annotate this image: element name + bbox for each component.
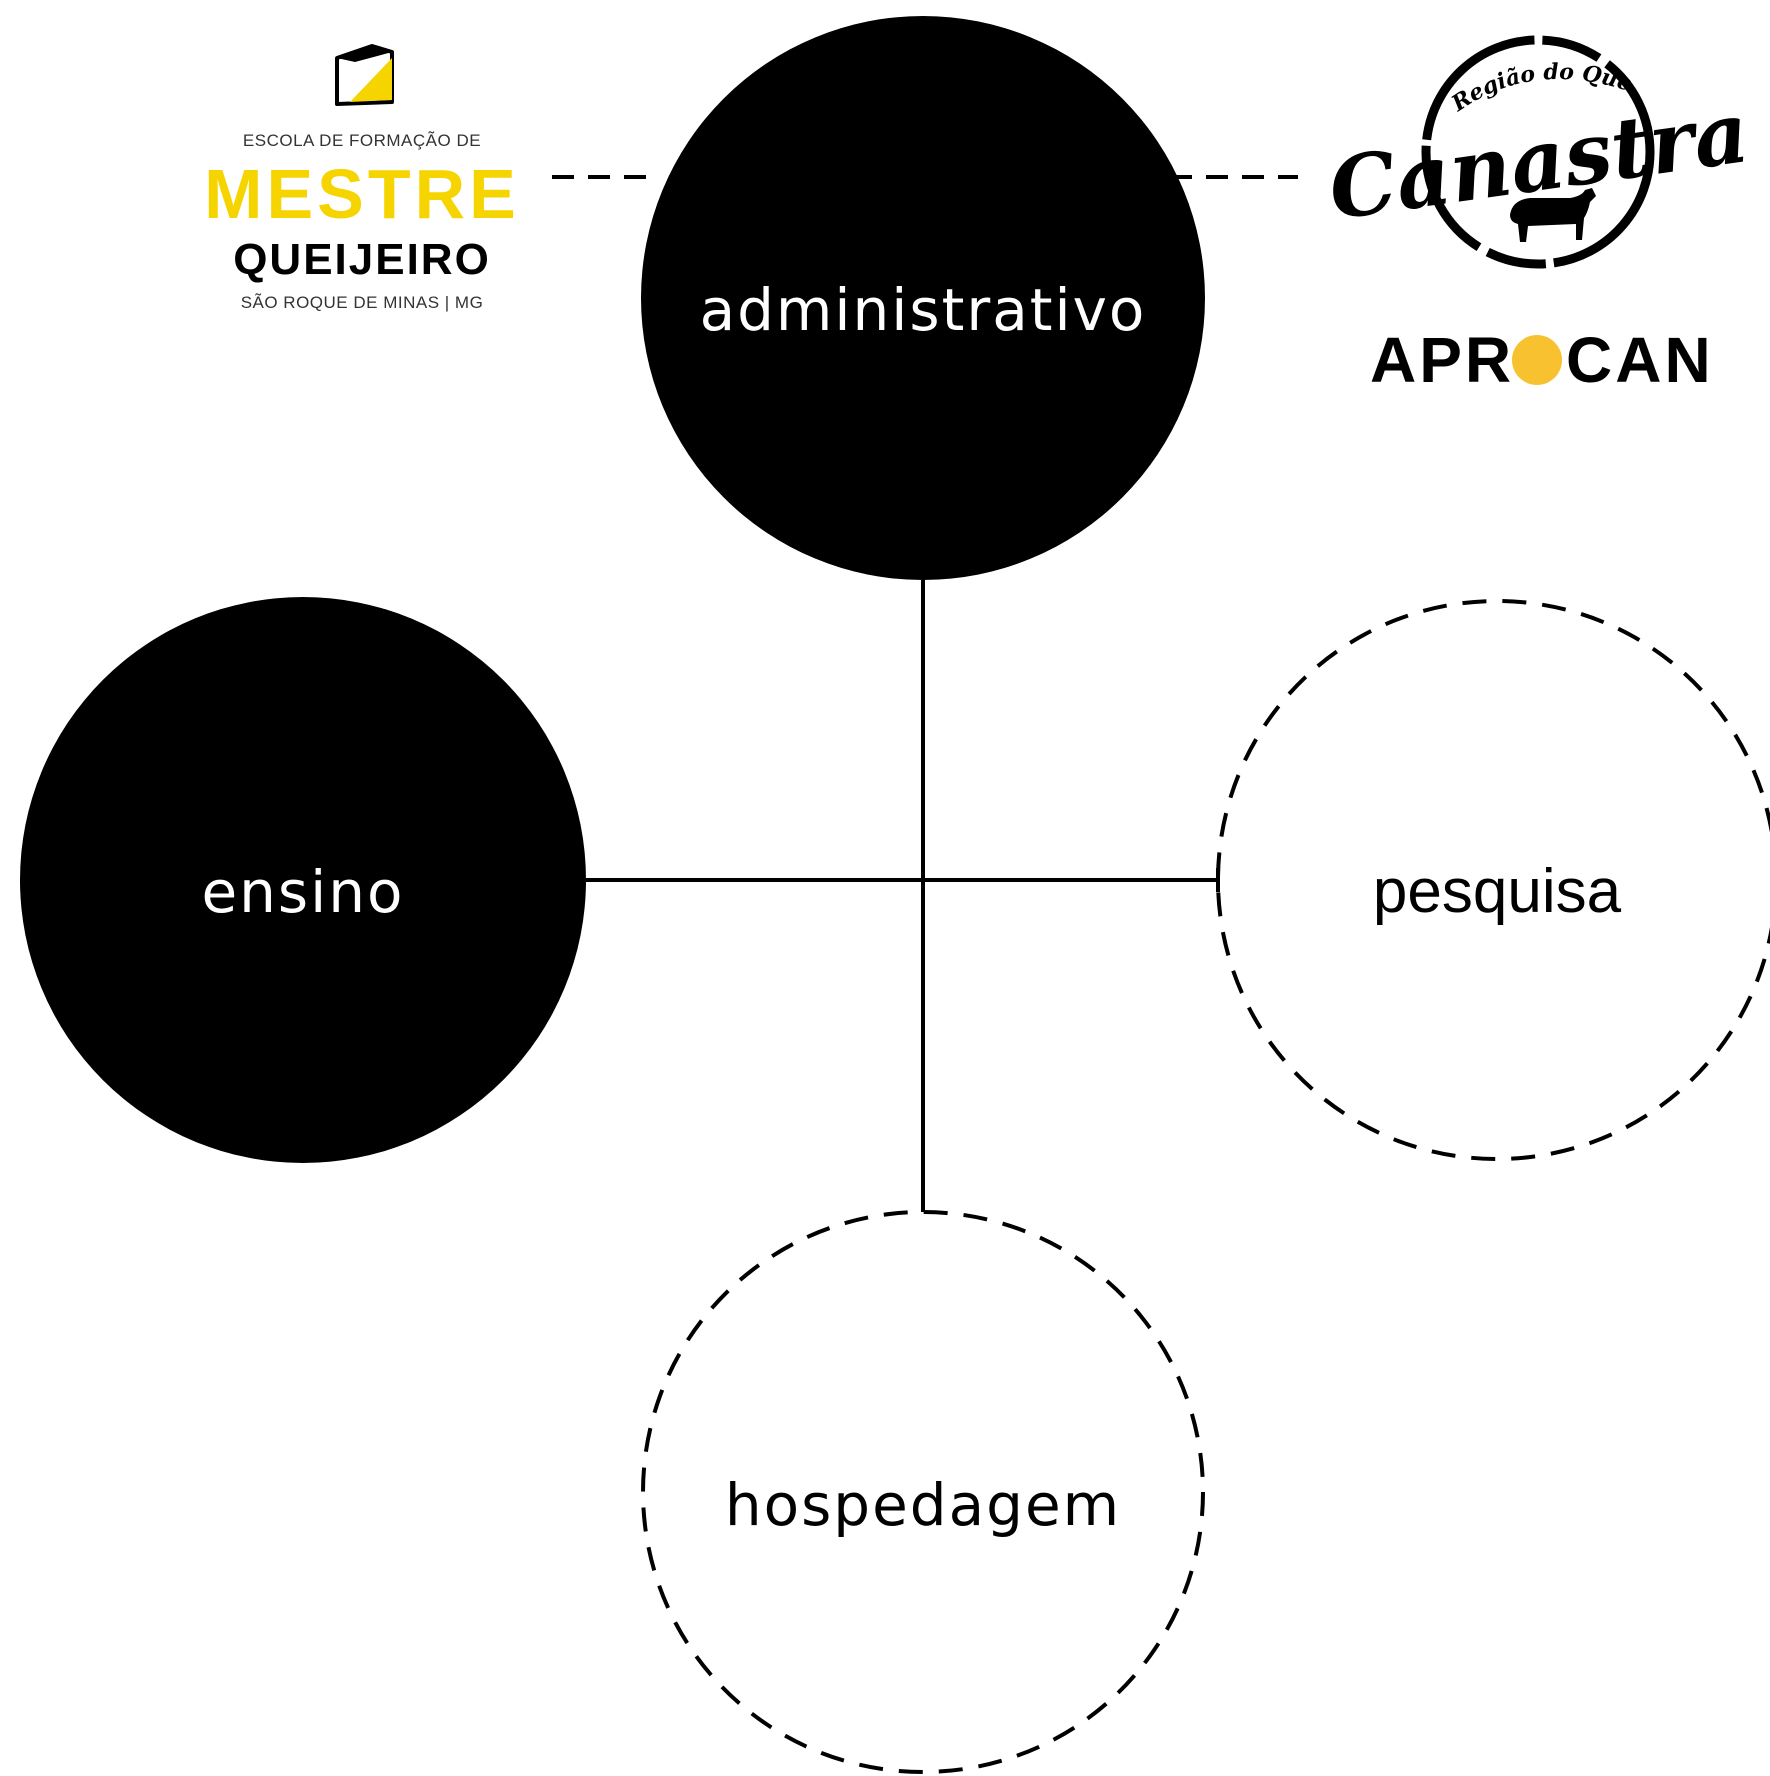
node-ensino-circle bbox=[20, 597, 586, 1163]
logo-mq-line1: ESCOLA DE FORMAÇÃO DE bbox=[243, 131, 481, 150]
connectors bbox=[552, 175, 1298, 1212]
logo-mq-line2: MESTRE bbox=[204, 155, 520, 233]
logo-mq-line3: QUEIJEIRO bbox=[233, 235, 491, 284]
node-ensino: ensino bbox=[20, 597, 586, 1163]
cheese-icon bbox=[335, 44, 394, 106]
aprocan-right: CAN bbox=[1566, 324, 1714, 396]
node-hospedagem-label: hospedagem bbox=[725, 1471, 1121, 1539]
node-administrativo-circle bbox=[641, 16, 1205, 580]
node-ensino-label: ensino bbox=[201, 858, 404, 926]
aprocan-dot bbox=[1512, 335, 1562, 385]
node-administrativo: administrativo bbox=[641, 16, 1205, 580]
logo-aprocan: APR CAN bbox=[1370, 324, 1714, 396]
cow-icon bbox=[1510, 188, 1596, 242]
logo-mq-line4: SÃO ROQUE DE MINAS | MG bbox=[241, 293, 484, 312]
node-pesquisa: pesquisa bbox=[1216, 599, 1770, 1161]
node-pesquisa-label: pesquisa bbox=[1373, 857, 1622, 926]
aprocan-left: APR bbox=[1370, 324, 1514, 396]
canastra-ring bbox=[1421, 35, 1655, 269]
node-hospedagem-circle bbox=[641, 1210, 1205, 1774]
node-administrativo-label: administrativo bbox=[700, 276, 1147, 344]
logo-mestre-queijeiro: ESCOLA DE FORMAÇÃO DE MESTRE QUEIJEIRO S… bbox=[204, 44, 520, 312]
node-hospedagem: hospedagem bbox=[641, 1210, 1205, 1774]
